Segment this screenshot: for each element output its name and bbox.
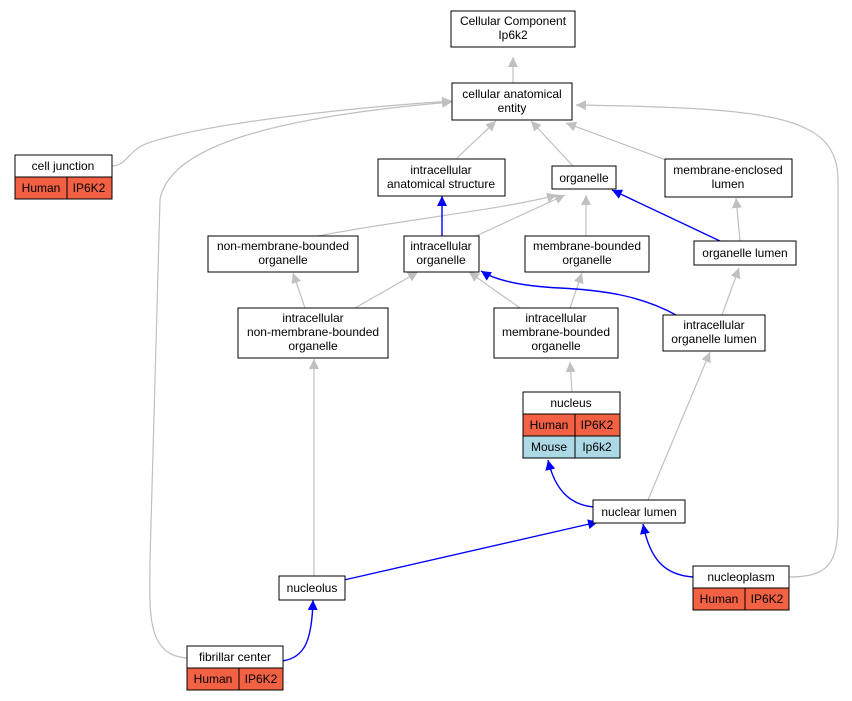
node-intracellular-membrane-bounded-organelle[interactable]: intracellular membrane-bounded organelle [493,307,619,359]
imbo-line1: intracellular [525,311,586,325]
node-cellular-anatomical-entity[interactable]: cellular anatomical entity [451,82,573,121]
nmbo-line2: organelle [258,253,308,267]
edge-nucleus-to-imbo [565,361,576,393]
edge-nuclearlumen-to-nucleus [545,459,595,508]
fibrillar-center-gene: IP6K2 [245,672,278,686]
mbo-line2: organelle [562,253,612,267]
organelle-label: organelle [559,171,609,185]
node-cell-junction[interactable]: cell junction Human IP6K2 [14,154,113,200]
imbo-line2: membrane-bounded [502,325,610,339]
nucleoplasm-gene: IP6K2 [751,592,784,606]
edge-nuclearlumen-to-iol [647,351,711,501]
edge-fibrillar-to-cae [149,97,453,659]
edge-ol-to-mel [731,197,742,242]
node-nucleoplasm[interactable]: nucleoplasm Human IP6K2 [692,565,790,611]
nucleoplasm-label: nucleoplasm [707,570,774,584]
nucleus-label: nucleus [550,396,591,410]
edge-organelle-to-cae [530,120,574,167]
mel-line1: membrane-enclosed [673,163,782,177]
ias-line1: intracellular [410,163,471,177]
inmbo-line2: non-membrane-bounded [247,325,379,339]
edge-inmbo-to-nmbo [291,272,306,309]
edge-ol-to-organelle [611,189,721,242]
edge-nucleolus-to-nuclearlumen [343,519,599,581]
edge-iol-to-io [480,270,677,316]
fibrillar-center-species: Human [194,672,233,686]
node-intracellular-non-membrane-bounded-organelle[interactable]: intracellular non-membrane-bounded organ… [237,307,389,359]
node-nucleus[interactable]: nucleus Human IP6K2 Mouse Ip6k2 [522,391,621,459]
nucleus-mouse-gene: Ip6k2 [582,440,612,454]
node-membrane-bounded-organelle[interactable]: membrane-bounded organelle [524,235,650,273]
cae-line2: entity [498,101,527,115]
organelle-lumen-label: organelle lumen [702,246,787,260]
fibrillar-center-label: fibrillar center [199,650,271,664]
edge-inmbo-to-io [354,271,419,309]
edge-nmbo-to-organelle [317,192,558,237]
io-line2: organelle [416,253,466,267]
node-fibrillar-center[interactable]: fibrillar center Human IP6K2 [186,645,284,691]
node-membrane-enclosed-lumen[interactable]: membrane-enclosed lumen [664,158,793,198]
edge-nucleoplasm-to-nuclearlumen [640,523,694,578]
inmbo-line1: intracellular [282,311,343,325]
nucleoplasm-species: Human [700,592,739,606]
edge-celljunction-to-cae [111,96,453,167]
mel-line2: lumen [712,177,745,191]
node-nucleolus[interactable]: nucleolus [278,575,346,601]
blue-edges [281,189,721,662]
node-organelle-lumen[interactable]: organelle lumen [693,240,797,266]
cell-junction-species: Human [22,181,61,195]
edge-imbo-to-mbo [569,272,584,309]
root-line2: Ip6k2 [498,28,528,42]
iol-line2: organelle lumen [671,332,756,346]
cell-junction-gene: IP6K2 [73,181,106,195]
edge-iol-to-ol [721,267,741,316]
iol-line1: intracellular [683,318,744,332]
edge-io-to-organelle [475,194,566,237]
edge-fibrillar-to-nucleolus [281,599,318,662]
nucleus-human-gene: IP6K2 [581,418,614,432]
edge-ias-to-cae [456,120,497,159]
gray-edges [111,57,839,659]
edge-imbo-to-io [468,271,521,309]
nmbo-line1: non-membrane-bounded [217,239,349,253]
edge-mel-to-cae [565,121,667,161]
node-intracellular-organelle[interactable]: intracellular organelle [403,235,480,273]
node-intracellular-organelle-lumen[interactable]: intracellular organelle lumen [662,314,766,352]
nucleus-mouse-species: Mouse [531,440,567,454]
node-non-membrane-bounded-organelle[interactable]: non-membrane-bounded organelle [207,235,359,273]
node-intracellular-anatomical-structure[interactable]: intracellular anatomical structure [377,158,506,197]
ias-line2: anatomical structure [387,177,495,191]
mbo-line1: membrane-bounded [533,239,641,253]
cell-junction-label: cell junction [32,159,95,173]
nucleus-human-species: Human [530,418,569,432]
node-nuclear-lumen[interactable]: nuclear lumen [592,499,686,524]
inmbo-line3: organelle [288,339,338,353]
nucleolus-label: nucleolus [287,581,338,595]
node-organelle[interactable]: organelle [551,165,617,190]
root-line1: Cellular Component [460,14,567,28]
io-line1: intracellular [410,239,471,253]
imbo-line3: organelle [531,339,581,353]
edge-nucleoplasm-to-cae [575,100,839,578]
nuclear-lumen-label: nuclear lumen [601,505,676,519]
cae-line1: cellular anatomical [462,87,561,101]
node-root[interactable]: Cellular Component Ip6k2 [450,10,576,48]
